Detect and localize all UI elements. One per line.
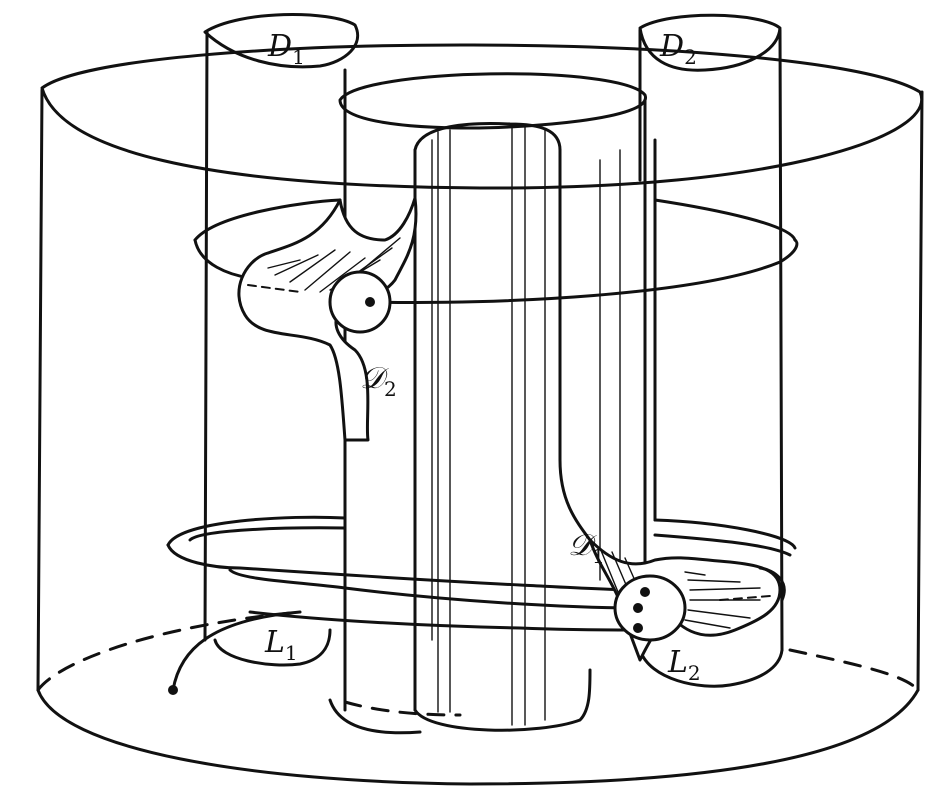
surface-D2-dashed-line [247,284,301,293]
surface-D1 [588,538,786,662]
tube-D1-bottom [213,628,332,667]
label-L2: L2 [667,645,701,685]
lower-ring-lower-band [228,568,642,610]
tube-D2-right-wall [778,28,784,652]
label-D1-top: D1 [267,29,305,69]
outer-cylinder-right-wall [916,90,924,692]
outer-cylinder-bottom-back [36,610,302,692]
lower-ring-outer-back [166,515,347,547]
label-script-D2: 𝒟2 [360,361,397,401]
surface-D2-hatch-5 [319,257,366,293]
outer-cylinder-left-wall [36,88,44,692]
surface-D1-hatch-1 [599,547,619,593]
label-D2-top: D2 [659,29,697,69]
upper-ring-back [193,198,342,242]
inner-pipe [413,122,621,732]
surface-D1-hatch-6 [689,587,761,591]
lower-ring-outer-front [166,543,642,592]
surface-D2 [237,196,418,442]
inner-cylinder-bottom-back [343,700,462,717]
upper-ring-front-right [368,238,799,304]
central-cylinder-bottom [328,698,422,735]
tube-D2-bottom [638,648,784,688]
inner-pipe-right-wall [558,148,592,542]
surface-D2-point [365,297,375,307]
outer-cylinder [36,43,924,786]
surface-D1-point-1 [640,587,650,597]
surface-D1-point-2 [633,603,643,613]
label-script-D1: 𝒟1 [568,528,605,568]
lower-ring [166,515,797,632]
surface-D1-dashed-line [719,595,771,601]
inner-pipe-bottom [413,668,592,732]
surface-D2-hatch-4 [304,251,351,291]
surface-D1-hatch-4 [684,571,706,576]
outer-cylinder-bottom-front [36,688,920,786]
label-L1: L1 [264,625,298,665]
surface-D2-cap [328,270,392,334]
surface-D2-hatch-1 [267,259,301,269]
lower-ring-outer-back-right [653,518,797,550]
surface-D2-hatch-2 [274,254,319,276]
lower-ring-lower-band-2 [248,610,642,632]
surface-D1-cap [613,574,687,642]
surface-D1-point-3 [633,623,643,633]
surface-D2-hatch-3 [289,249,336,283]
tube-D2-top [638,13,782,72]
outer-cylinder-bottom-back-right [788,648,920,692]
arc-L1 [168,610,302,695]
central-cylinder-top [338,72,647,130]
arc-L1-curve [171,610,302,692]
arc-L1-endpoint [168,685,178,695]
surface-D1-right-rim [758,566,786,602]
lower-ring-inner-top [188,526,347,542]
surface-D1-hatch-5 [687,579,741,583]
upper-ring-back-right [653,198,797,242]
surface-D1-hatch-9 [684,619,731,629]
surface-D1-hatch-8 [687,609,751,619]
labels: D1 D2 𝒟2 𝒟1 L1 L2 [264,29,701,685]
surface-D2-body [237,196,418,442]
inner-pipe-top [413,122,562,152]
upper-ring-front [193,238,252,280]
tube-D1-left-wall [203,30,209,642]
lower-ring-right-back [653,533,792,557]
central-cylinder [328,72,647,735]
outer-cylinder-top-rim [40,43,924,190]
tube-D1-top [203,13,359,69]
